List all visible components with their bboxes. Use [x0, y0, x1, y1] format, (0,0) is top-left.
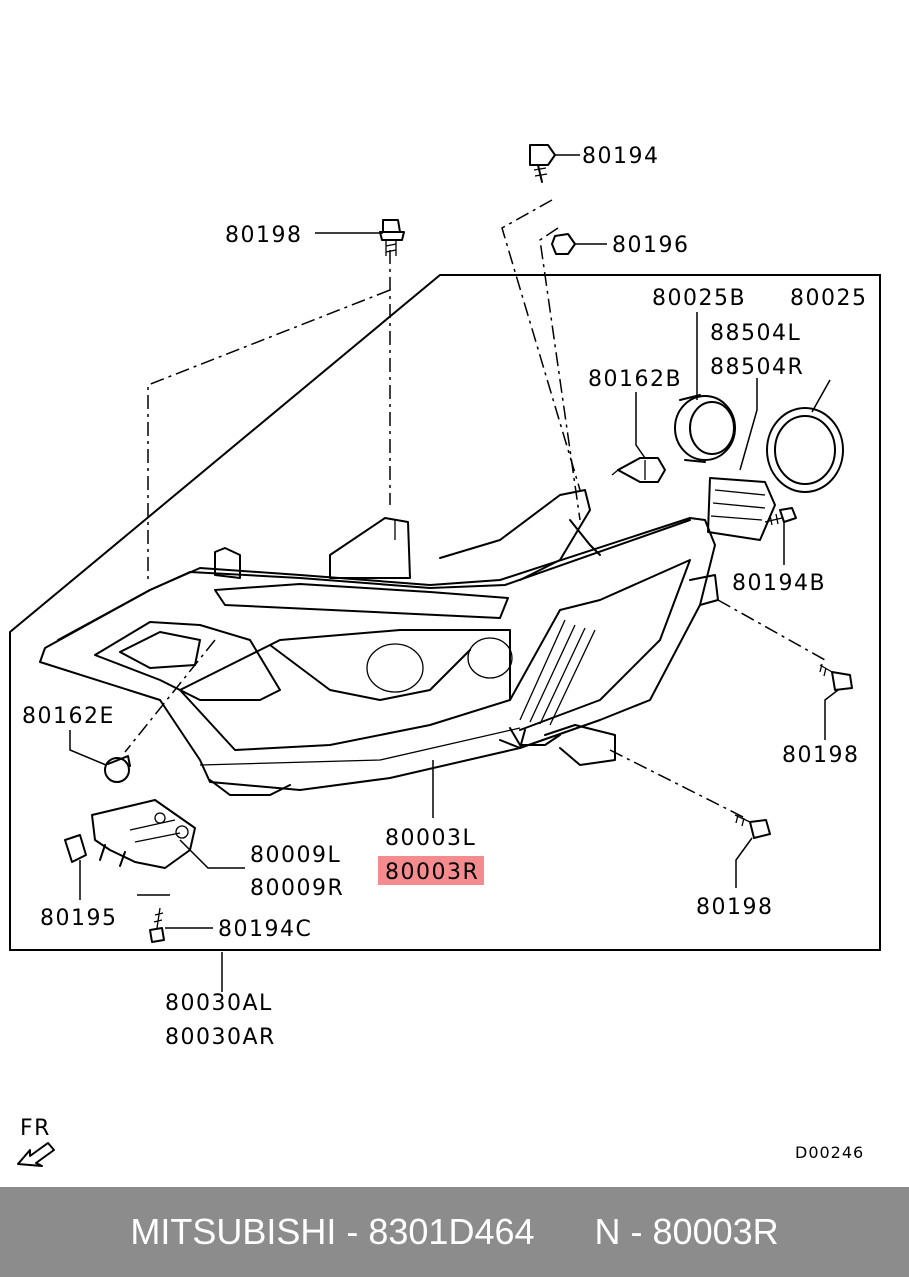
ballast-88504-icon	[707, 477, 776, 541]
assembly-frame	[9, 274, 881, 951]
screw-80194c-icon	[149, 907, 165, 943]
label-80003l: 80003L	[385, 826, 476, 851]
bolt-80198-top-icon	[379, 219, 405, 256]
label-80198-right: 80198	[782, 743, 860, 768]
bracket-80009-icon	[91, 799, 196, 869]
bulb-80162b-icon	[611, 457, 666, 483]
label-80194c: 80194C	[218, 917, 312, 942]
footer-ref: 80003R	[652, 1211, 779, 1252]
nut-80196-icon	[551, 233, 576, 255]
label-80198-bottom: 80198	[696, 895, 774, 920]
footer-part-number: 8301D464	[368, 1211, 535, 1252]
footer-brand: MITSUBISHI	[130, 1211, 337, 1252]
label-80025: 80025	[790, 286, 868, 311]
label-80162e: 80162E	[22, 704, 115, 729]
bolt-80198-right-icon	[819, 663, 853, 691]
fr-text: FR	[20, 1116, 51, 1141]
label-80025b: 80025B	[652, 286, 746, 311]
label-88504r: 88504R	[710, 355, 804, 380]
footer-ref-prefix: N	[594, 1211, 621, 1252]
label-80194: 80194	[582, 144, 660, 169]
leader-lines	[69, 154, 839, 992]
screw-80194-icon	[529, 144, 556, 183]
footer-text: MITSUBISHI - 8301D464 N - 80003R	[130, 1211, 779, 1252]
label-80003r: 80003R	[385, 860, 479, 885]
guide-lines	[124, 199, 826, 819]
cover-80025-icon	[766, 407, 844, 493]
label-80195: 80195	[40, 906, 118, 931]
label-80162b: 80162B	[588, 367, 682, 392]
headlamp-assembly	[39, 489, 719, 796]
label-80198-top: 80198	[225, 223, 303, 248]
footer-bar: MITSUBISHI - 8301D464 N - 80003R	[0, 1187, 909, 1277]
highlight-80003r	[378, 856, 484, 885]
label-80030al: 80030AL	[165, 991, 273, 1016]
fr-direction-marker: FR	[17, 1116, 55, 1167]
label-88504l: 88504L	[710, 321, 801, 346]
label-80009r: 80009R	[250, 876, 344, 901]
parts-diagram: 80194 80198 80196 80025B 80025 88504L 88…	[9, 144, 881, 1167]
diagram-code: D00246	[795, 1143, 864, 1162]
clip-80195-icon	[64, 834, 87, 863]
socket-80025b-icon	[674, 394, 736, 463]
fr-arrow-icon	[17, 1142, 55, 1167]
label-80030ar: 80030AR	[165, 1025, 276, 1050]
label-80194b: 80194B	[732, 571, 826, 596]
label-80196: 80196	[612, 233, 690, 258]
screw-80194b-icon	[764, 507, 797, 526]
bulb-80162e-icon	[104, 755, 131, 783]
bolt-80198-bottom-icon	[734, 814, 771, 839]
label-80009l: 80009L	[250, 843, 341, 868]
